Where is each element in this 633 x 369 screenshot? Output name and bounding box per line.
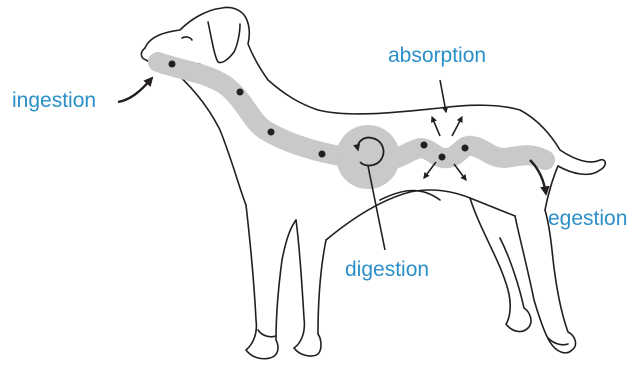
label-absorption: absorption <box>388 44 486 67</box>
ingestion-arrow <box>118 78 152 102</box>
label-ingestion: ingestion <box>12 89 96 112</box>
label-egestion: egestion <box>548 207 627 230</box>
label-digestion: digestion <box>345 258 429 281</box>
stomach <box>336 125 400 189</box>
